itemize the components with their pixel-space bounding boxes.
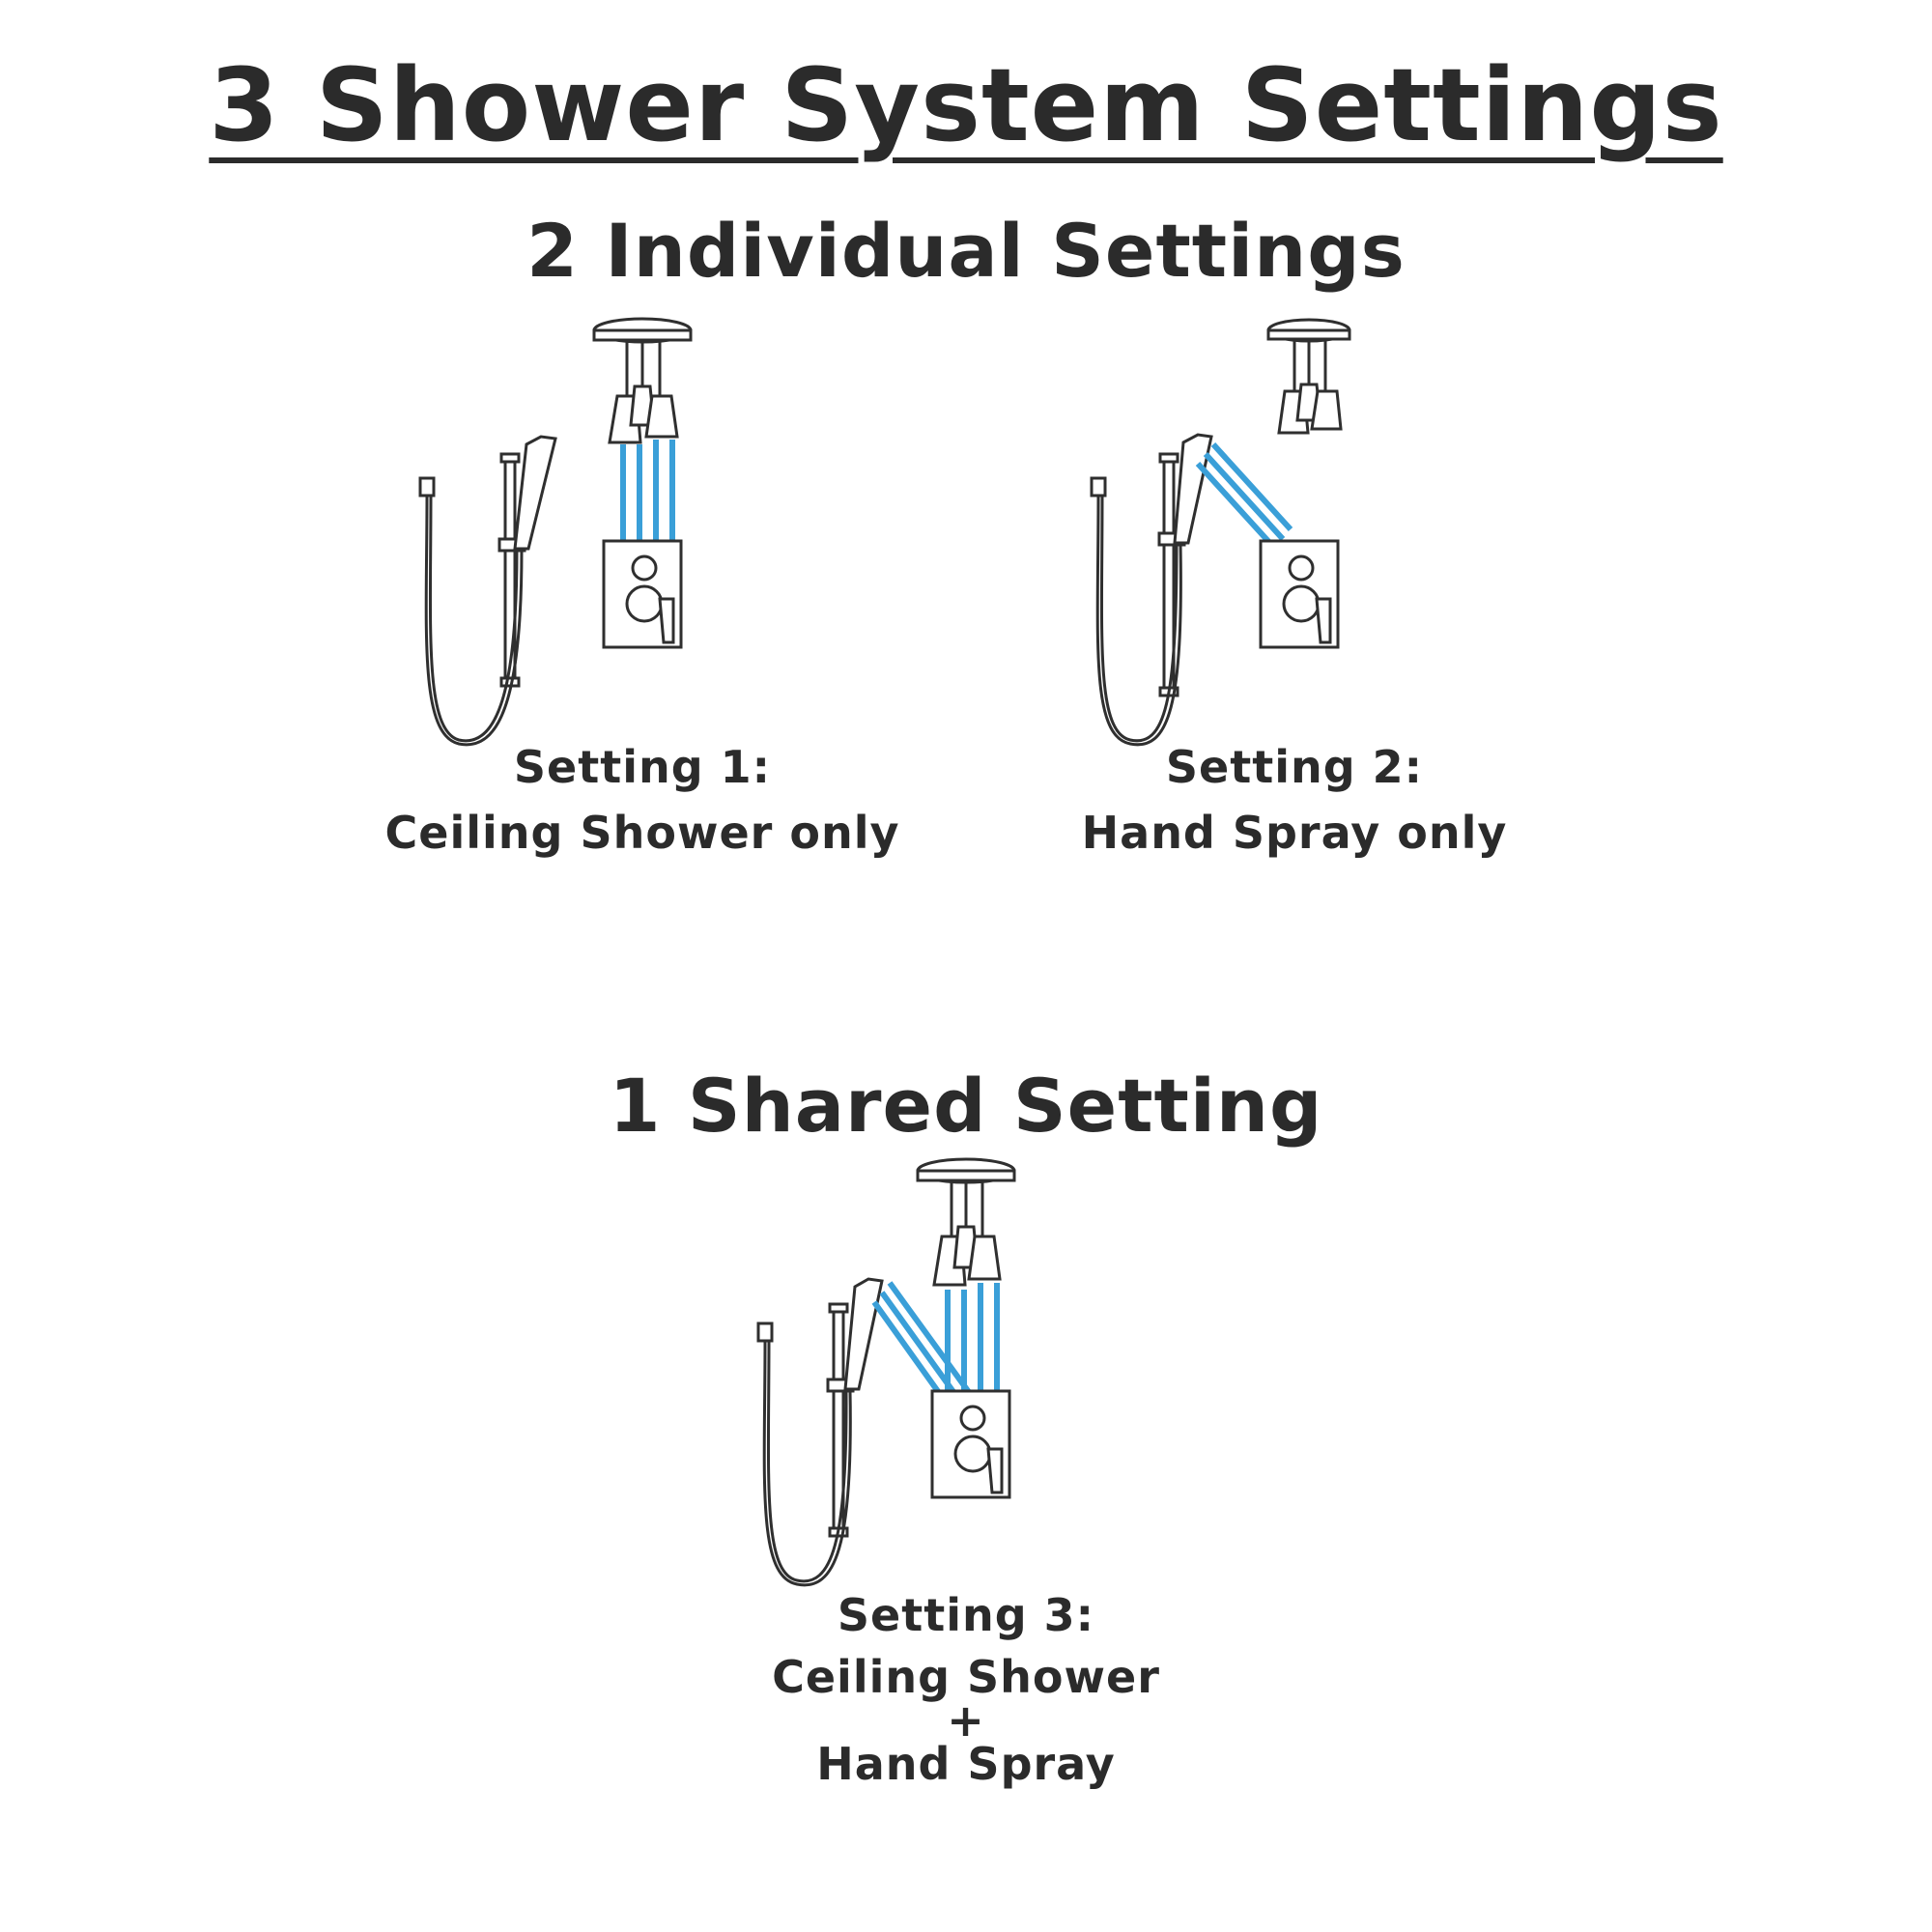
setting-3-line1: Ceiling Shower: [772, 1651, 1160, 1703]
setting-2-caption: Setting 2: Hand Spray only: [1082, 734, 1508, 866]
ceiling-shower-icon: [916, 1157, 1016, 1287]
setting-3-caption: Setting 3: Ceiling Shower + Hand Spray: [772, 1584, 1160, 1795]
ceiling-shower-icon: [1266, 318, 1351, 435]
setting-1-caption: Setting 1: Ceiling Shower only: [385, 734, 900, 866]
ceiling-shower-icon: [592, 317, 693, 444]
setting-3-label: Setting 3:: [837, 1589, 1095, 1641]
hand-shower-icon: [1090, 433, 1213, 747]
hand-shower-icon: [418, 435, 557, 747]
valve-trim-icon: [1259, 539, 1340, 649]
setting-1-label: Setting 1:: [513, 741, 772, 793]
setting-2-label: Setting 2:: [1165, 741, 1424, 793]
setting-3-line2: Hand Spray: [816, 1738, 1116, 1790]
valve-trim-icon: [930, 1389, 1011, 1499]
setting-3-plus: +: [947, 1694, 985, 1747]
water-flow-icon: [1195, 441, 1293, 552]
section-heading-individual: 2 Individual Settings: [526, 208, 1406, 294]
section-heading-shared: 1 Shared Setting: [609, 1063, 1323, 1149]
shower-assembly-3: [756, 1157, 1016, 1587]
shower-assembly-2: [1090, 318, 1351, 747]
valve-trim-icon: [602, 539, 683, 649]
shower-assembly-1: [418, 317, 693, 747]
page-title: 3 Shower System Settings: [209, 46, 1723, 164]
setting-1-description: Ceiling Shower only: [384, 807, 900, 859]
hand-shower-icon: [756, 1277, 884, 1587]
setting-2-description: Hand Spray only: [1081, 807, 1508, 859]
